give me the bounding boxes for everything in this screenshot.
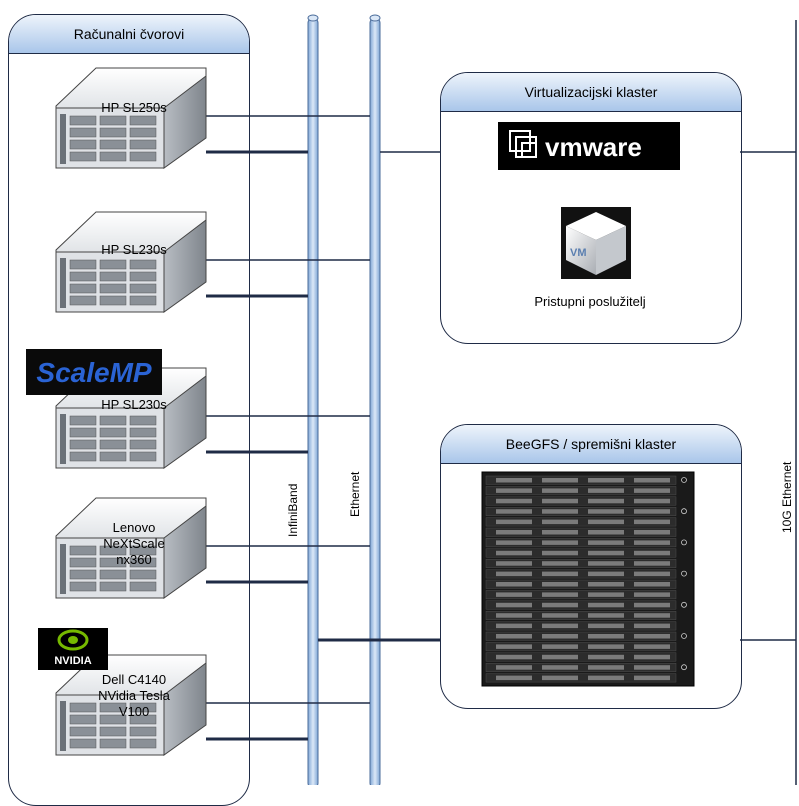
compute-nodes-header: Računalni čvorovi (9, 15, 249, 54)
access-server-label: Pristupni poslužitelj (534, 294, 646, 309)
infiniband-label: InfiniBand (286, 483, 300, 537)
network-diagram: vmware VM ScaleMP NVIDIA (26, 14, 797, 785)
server-links (206, 115, 370, 741)
virtualization-header: Virtualizacijski klaster (441, 73, 741, 112)
storage-rack (481, 471, 695, 687)
vmware-logo: vmware (498, 122, 680, 170)
nvidia-logo: NVIDIA (38, 628, 108, 670)
storage-header: BeeGFS / spremišni klaster (441, 425, 741, 464)
server-label-3: HP SL230s (101, 397, 167, 412)
group-links (318, 151, 796, 642)
scalemp-logo-text: ScaleMP (36, 357, 151, 388)
virtualization-group: Virtualizacijski klaster (440, 72, 742, 344)
nvidia-logo-text: NVIDIA (54, 655, 91, 667)
vm-cube-icon: VM (561, 207, 631, 279)
ten-g-ethernet-label: 10G Ethernet (780, 461, 794, 533)
server-label-5: Dell C4140 NVidia Tesla V100 (98, 672, 170, 719)
vmware-logo-text: vmware (545, 132, 642, 162)
server-shapes (55, 67, 207, 756)
ethernet-bus (369, 14, 381, 785)
server-label-4: Lenovo NeXtScale nx360 (103, 520, 165, 567)
compute-nodes-title: Računalni čvorovi (73, 26, 185, 42)
server-icon (55, 497, 207, 599)
infiniband-bus (307, 14, 319, 785)
server-label-1: HP SL250s (101, 100, 167, 115)
server-icon (55, 67, 207, 169)
storage-title: BeeGFS / spremišni klaster (505, 436, 677, 452)
virtualization-title: Virtualizacijski klaster (524, 84, 658, 100)
scalemp-logo: ScaleMP (26, 349, 162, 395)
vm-cube-text: VM (570, 247, 587, 259)
server-label-2: HP SL230s (101, 242, 167, 257)
server-icon (55, 211, 207, 313)
ethernet-label: Ethernet (348, 471, 362, 517)
